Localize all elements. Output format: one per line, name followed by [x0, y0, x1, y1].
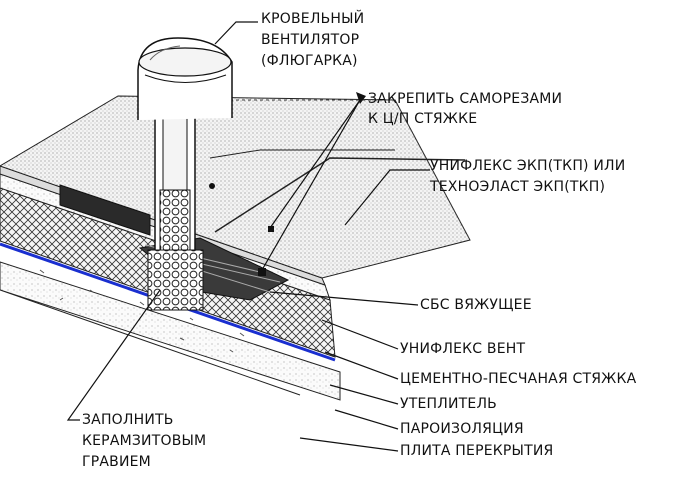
label-binder: СБС ВЯЖУЩЕЕ	[420, 297, 532, 313]
vent-cap	[137, 37, 233, 120]
label-screws-line2: К Ц/П СТЯЖКЕ	[368, 111, 478, 127]
label-membrane-line2: ТЕХНОЭЛАСТ ЭКП(ТКП)	[430, 179, 606, 195]
screw-markers	[209, 183, 274, 276]
label-vent-layer: УНИФЛЕКС ВЕНТ	[400, 341, 526, 357]
label-fan-line1: КРОВЕЛЬНЫЙ	[261, 11, 365, 27]
label-vapor: ПАРОИЗОЛЯЦИЯ	[400, 421, 524, 437]
label-fan-line3: (ФЛЮГАРКА)	[261, 53, 358, 69]
leader-lines	[66, 21, 430, 452]
label-slab: ПЛИТА ПЕРЕКРЫТИЯ	[400, 443, 554, 459]
label-insulation: УТЕПЛИТЕЛЬ	[400, 396, 497, 412]
label-fan-line2: ВЕНТИЛЯТОР	[261, 32, 360, 48]
label-screed: ЦЕМЕНТНО-ПЕСЧАНАЯ СТЯЖКА	[400, 371, 637, 387]
label-gravel-line2: КЕРАМЗИТОВЫМ	[82, 433, 207, 449]
slab-layer	[0, 261, 341, 485]
label-gravel-line1: ЗАПОЛНИТЬ	[82, 412, 174, 428]
label-gravel-line3: ГРАВИЕМ	[82, 454, 151, 470]
vent-pipe	[147, 91, 204, 311]
label-screws-line1: ЗАКРЕПИТЬ САМОРЕЗАМИ	[368, 91, 563, 107]
label-membrane-line1: УНИФЛЕКС ЭКП(ТКП) ИЛИ	[430, 158, 626, 174]
